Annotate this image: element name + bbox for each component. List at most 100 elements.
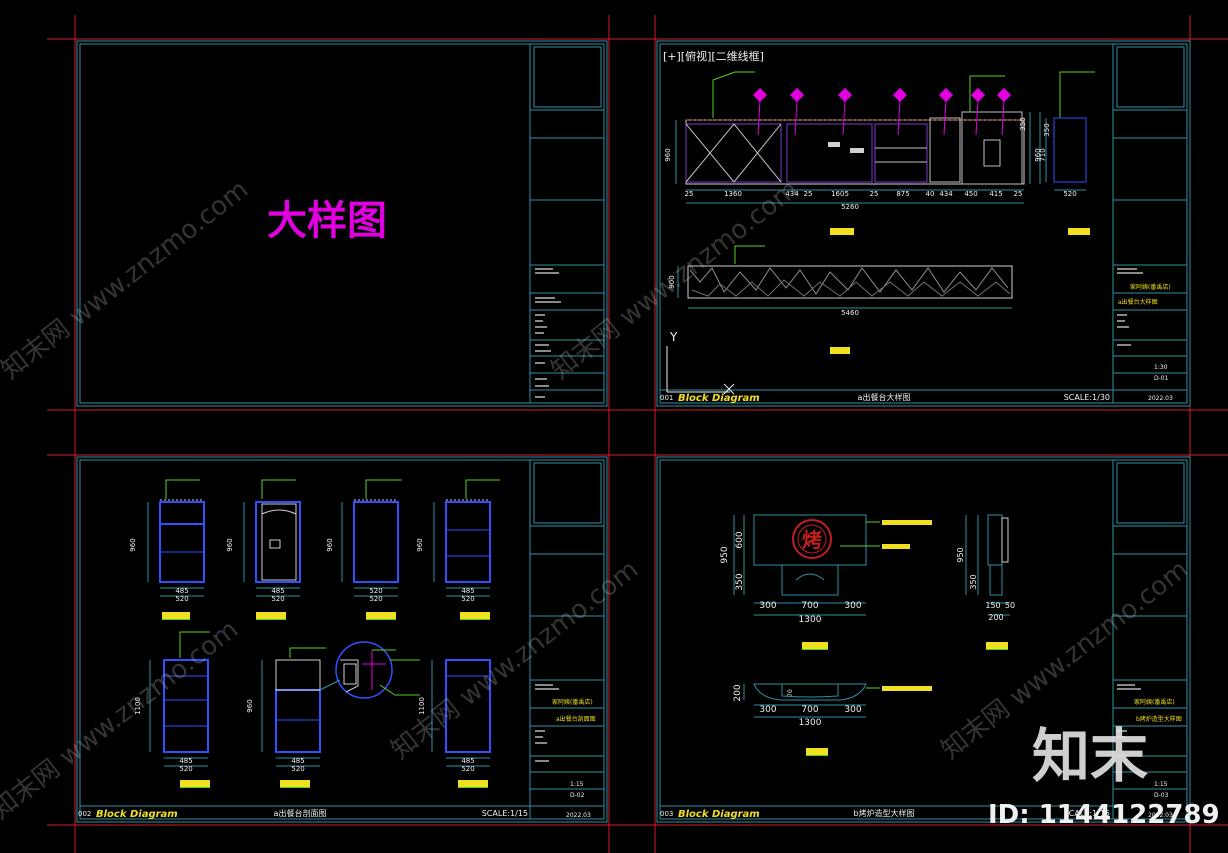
dim-label: 40 [926,190,935,198]
sheet-1-title: 大样图 [267,198,387,244]
dim-plan-left: 200 [733,684,743,701]
oven-plan-view [743,683,880,718]
dim-inner: 485 [291,757,304,765]
dim-width: 300 [844,705,861,715]
dim-height: 960 [226,538,234,551]
counter-front-elevation [685,111,1025,185]
title-drawing: a出餐台剖面图 [556,715,596,723]
sheet-3-caption: a出餐台剖面图 [274,808,327,818]
elevation-dimension-lines [675,112,1041,204]
title-no: D-03 [1154,792,1169,799]
detail-callout [319,641,420,699]
oven-view-captions [802,520,1008,756]
dim-label: 25 [685,190,694,198]
title-date: 2022.03 [1148,395,1173,402]
brand-watermark: 知末 [1032,722,1148,790]
dim-width: 520 [179,765,192,773]
dim-inner: 485 [175,587,188,595]
dim-width: 700 [801,601,818,611]
dim-width: 520 [291,765,304,773]
dim-height: 960 [129,538,137,551]
dim-plan-left: 900 [668,275,676,288]
title-project: 家阿姨(番禹店) [1130,283,1171,291]
oven-logo-char: 烤 [802,528,822,552]
dim-height: 960 [416,538,424,551]
sheet-4-title-block: 家阿姨(番禹店) b烤炉造型大样图 1:15 D-03 2022.03 [1117,684,1182,819]
sheet-4-block-diagram: Block Diagram [678,809,760,820]
dim-plan-total: 5460 [841,309,859,317]
sheet-4-number: 003 [660,810,673,818]
dim-total-width: 1300 [799,615,822,625]
dim-height: 960 [326,538,334,551]
stone-plan-labels: 900 5460 [668,275,859,317]
dim-plan-inner: 70 [787,689,794,697]
title-scale: 1:15 [570,781,584,788]
dim-label: 434 [939,190,953,198]
dim-right: 350 [1019,117,1027,130]
axis-y-label: Y [669,330,678,344]
oven-side-view [965,514,1010,616]
dim-label: 25 [804,190,813,198]
section-07 [431,659,491,767]
title-drawing: b烤炉造型大样图 [1136,715,1182,723]
dim-side: 950 [956,547,965,562]
sheet-3-frame [76,456,608,823]
section-top-labels: 960 485 520 960 485 520 960 520 520 960 … [129,538,475,603]
ucs-icon [666,346,735,395]
section-bottom-labels: 1100 485 520 960 485 520 1100 485 520 [134,697,475,773]
section-03 [341,479,402,597]
side-view [1045,117,1087,191]
dim-width: 520 [175,595,188,603]
dim-side: 350 [1043,123,1051,136]
elevation-markers [752,87,1012,103]
dim-label: 450 [964,190,977,198]
dim-label: 1605 [831,190,849,198]
dim-inner: 485 [179,757,192,765]
dim-left: 960 [664,148,672,161]
dim-side-bottom: 50 [1005,601,1015,610]
dim-width: 300 [759,601,776,611]
dim-label: 434 [785,190,799,198]
title-drawing: a出餐台大样图 [1118,298,1158,306]
oven-front-labels: 600 350 950 300 700 300 1300 [720,531,862,625]
stone-plan [677,245,1013,309]
watermark-text: 知末网 www.znzmo.com [386,555,644,766]
title-scale: 1:30 [1154,364,1168,371]
sheet-4-frame [656,456,1191,823]
oven-side-labels: 350 950 150 50 200 [956,547,1015,622]
viewport-label[interactable]: [+][俯视][二维线框] [663,49,764,63]
sheet-2-number: 001 [660,394,673,402]
dim-height: 350 [735,573,745,590]
sheet-4-caption: b烤炉造型大样图 [853,808,914,818]
crop-marks [47,15,1228,853]
sheet-3-block-diagram: Block Diagram [96,809,178,820]
elevation-leaders [757,99,1005,136]
dim-inner: 485 [461,757,474,765]
oven-plan-labels: 200 70 300 700 300 1300 [733,684,862,728]
dim-label: 1360 [724,190,742,198]
title-no: D-02 [570,792,585,799]
section-06 [261,647,326,767]
sheet-2-caption: a出餐台大样图 [858,392,911,402]
dim-width: 300 [844,601,861,611]
sheet-3-title-block: 家阿姨(番禹店) a出餐台剖面图 1:15 D-02 2022.03 [535,684,596,819]
dim-width: 520 [461,595,474,603]
sheet-2-scale: SCALE:1/30 [1064,393,1110,402]
section-top-captions [162,612,490,620]
dim-side-width: 520 [1063,190,1076,198]
sheet-1-title-block-notes [535,268,561,398]
sheet-3-number: 002 [78,810,91,818]
dim-height: 600 [735,531,745,548]
dim-total: 5260 [841,203,859,211]
elevation-green-leaders [712,71,1095,118]
sheet-2-frame [656,40,1191,407]
watermark-overlay: 知末网 www.znzmo.com 知末网 www.znzmo.com 知末网 … [0,175,1194,826]
dim-height: 960 [246,699,254,712]
watermark-text: 知末网 www.znzmo.com [546,175,804,386]
dim-label: 875 [896,190,909,198]
dim-side: 350 [969,574,978,589]
title-date: 2022.03 [566,812,591,819]
title-scale: 1:15 [1154,781,1168,788]
sheet-2-block-diagram: Block Diagram [678,393,760,404]
